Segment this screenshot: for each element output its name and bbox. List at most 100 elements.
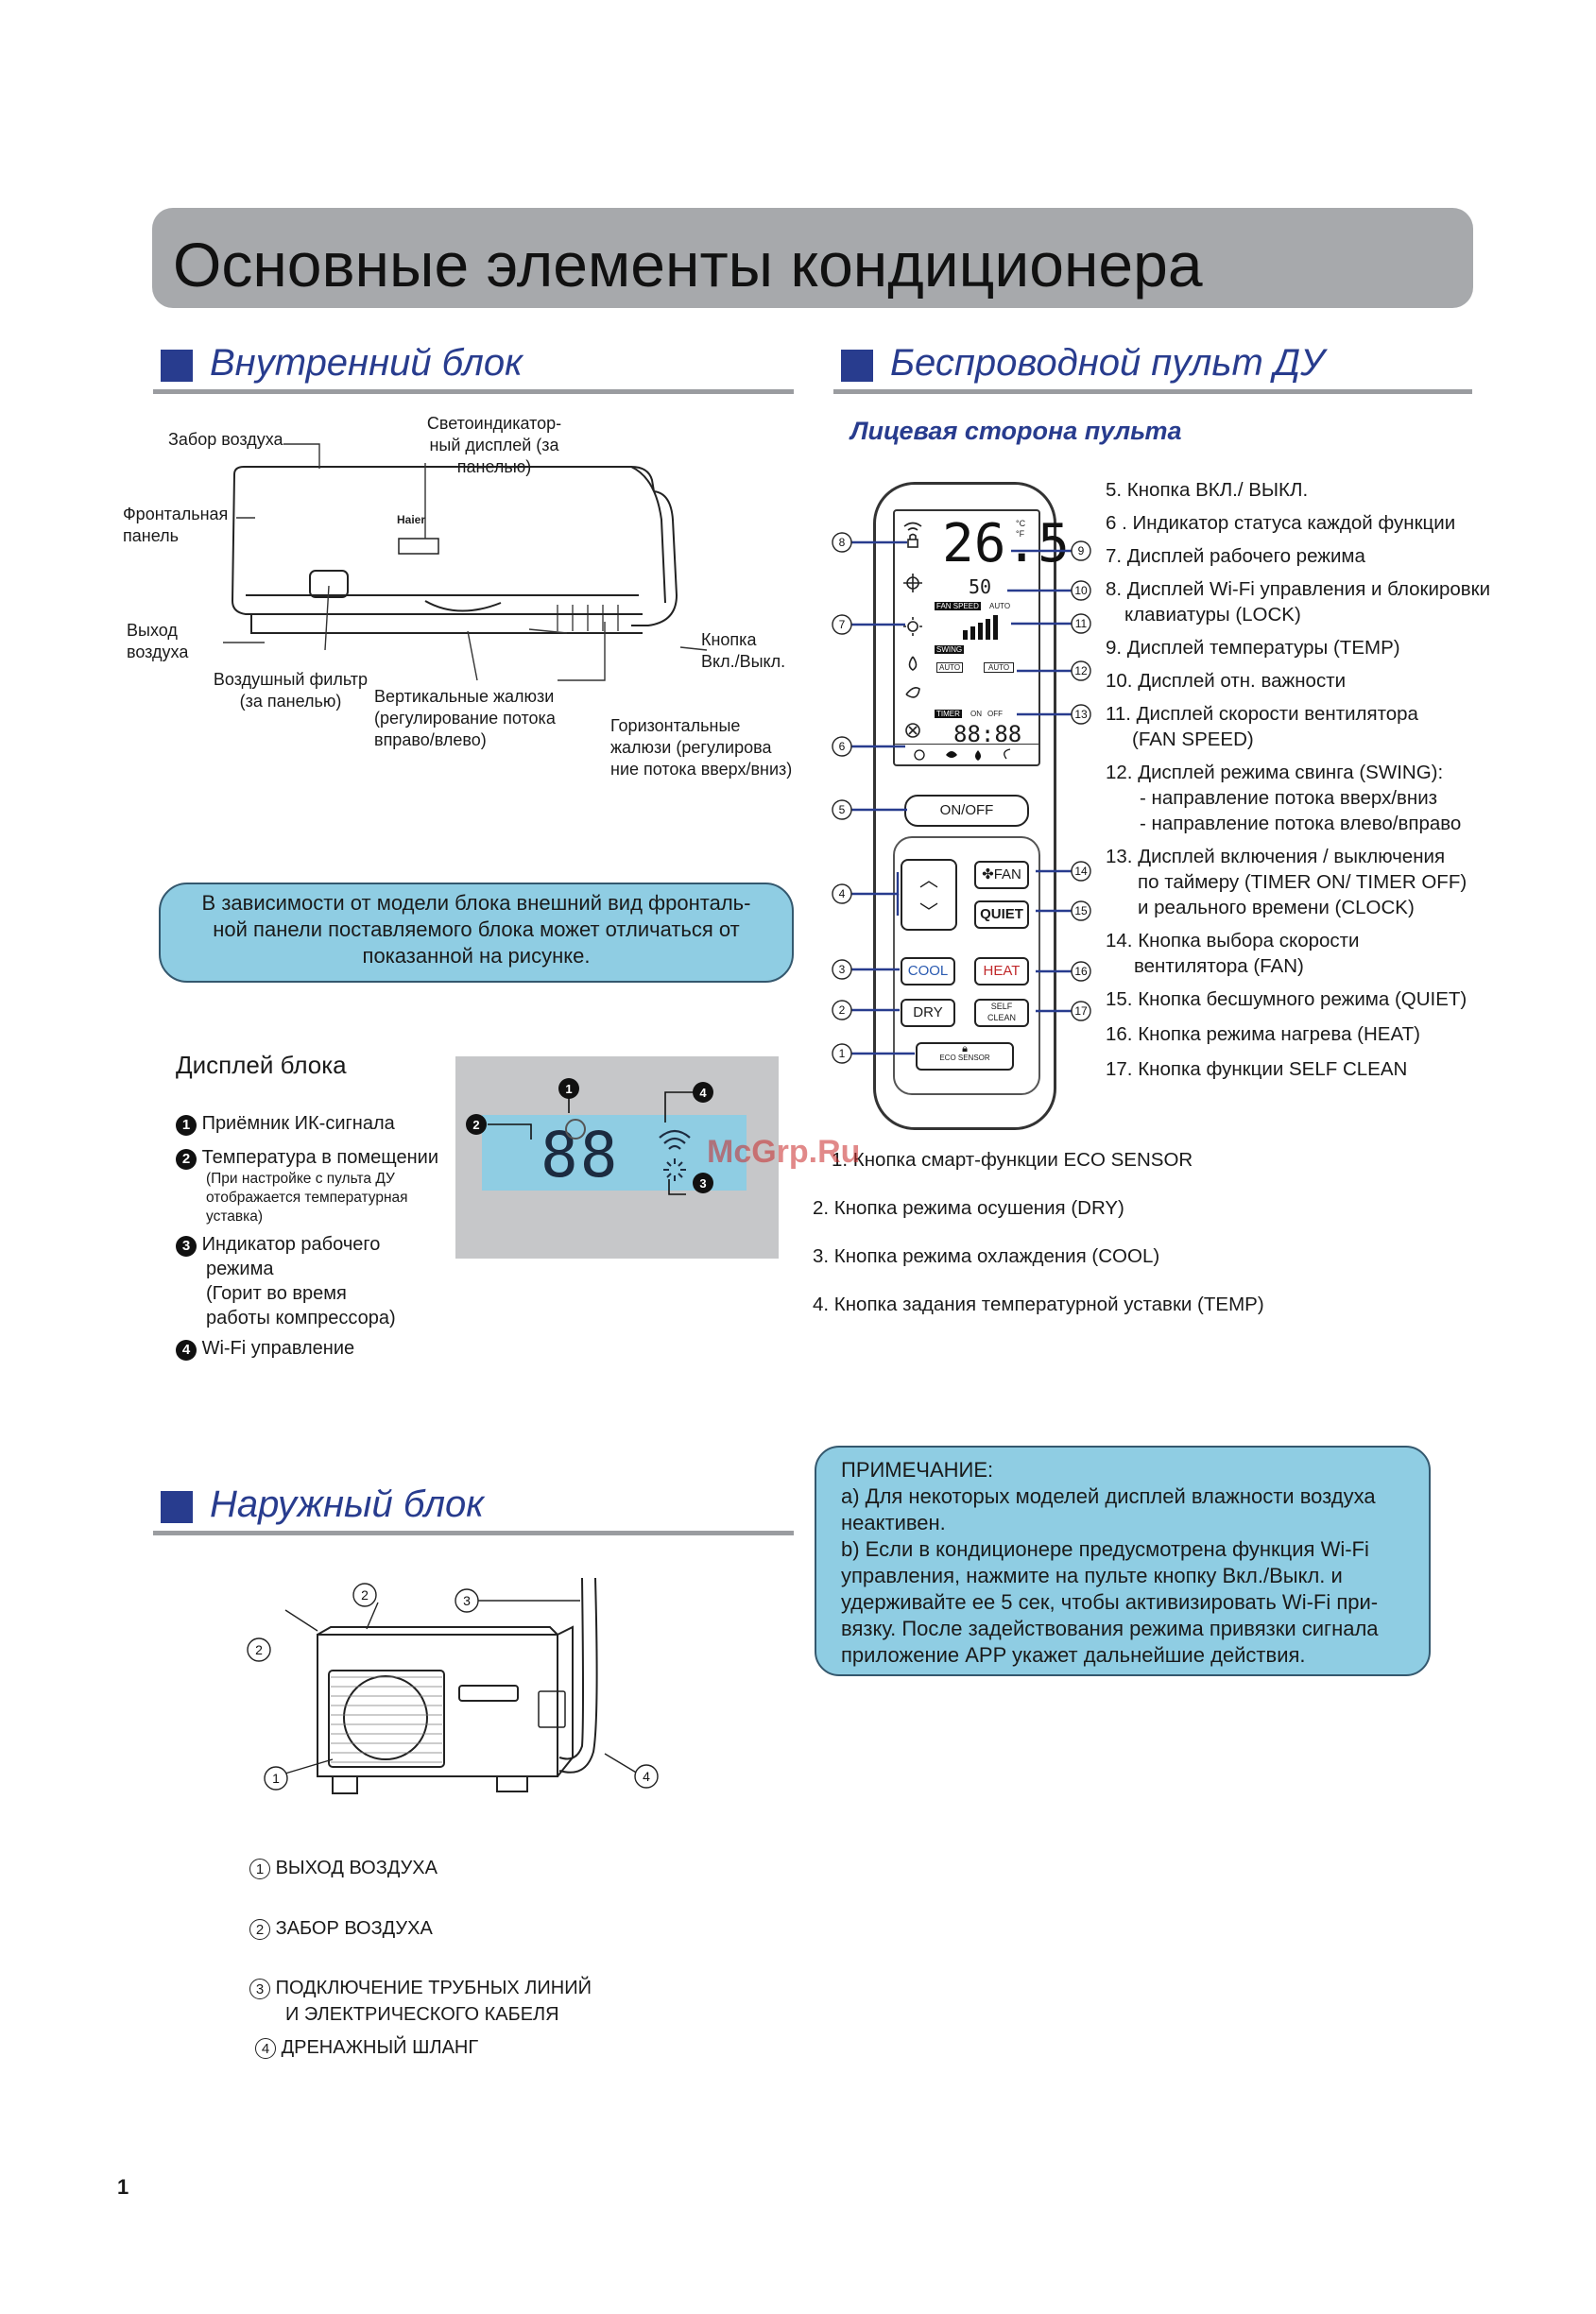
- legend-item-1: 1. Кнопка смарт-функции ECO SENSOR: [832, 1149, 1193, 1171]
- legend-item-11: 11. Дисплей скорости вентилятора (FAN SP…: [1106, 703, 1418, 750]
- outdoor-callout-2-side: 2: [255, 1642, 263, 1657]
- legend-item-5: 5. Кнопка ВКЛ./ ВЫКЛ.: [1106, 479, 1309, 501]
- num-badge: 4: [176, 1340, 197, 1361]
- note-line: вязку. После задействования режима привя…: [841, 1617, 1379, 1640]
- svg-text:3: 3: [699, 1176, 706, 1191]
- legend-item-17: 17. Кнопка функции SELF CLEAN: [1106, 1058, 1408, 1080]
- callout-5: 5: [839, 803, 846, 816]
- fan-auto-tag: AUTO: [989, 602, 1011, 610]
- remote-temp-units: °C °F: [1016, 519, 1026, 539]
- title-bar: Основные элементы кондиционера: [152, 208, 1473, 308]
- legend-item-15: 15. Кнопка бесшумного режима (QUIET): [1106, 988, 1467, 1010]
- legend-item-6: 6 . Индикатор статуса каждой функции: [1106, 512, 1456, 534]
- note-line: В зависимости от модели блока внешний ви…: [201, 891, 751, 915]
- indoor-heading: Внутренний блок: [210, 342, 523, 384]
- fan-button[interactable]: ✤FAN: [974, 861, 1029, 889]
- timer-tag: TIMER: [935, 710, 962, 718]
- legend-item-3: 3. Кнопка режима охлаждения (COOL): [813, 1245, 1160, 1267]
- dry-button[interactable]: DRY: [901, 999, 955, 1027]
- timer-on-tag: ON: [970, 710, 982, 718]
- heat-button[interactable]: HEAT: [974, 957, 1029, 986]
- note-line: неактивен.: [841, 1511, 946, 1534]
- brand-logo: Haier: [397, 513, 425, 526]
- remote-temp: 26.5: [942, 513, 1070, 574]
- display-heading: Дисплей блока: [176, 1051, 347, 1079]
- callout-6: 6: [839, 740, 846, 753]
- indoor-section-header: Внутренний блок: [153, 340, 794, 394]
- legend-item-14: 14. Кнопка выбора скорости вентилятора (…: [1106, 930, 1360, 977]
- outdoor-heading: Наружный блок: [210, 1483, 485, 1525]
- note-bubble: ПРИМЕЧАНИЕ: a) Для некоторых моделей дис…: [815, 1446, 1431, 1676]
- remote-section-header: Беспроводной пульт ДУ: [833, 340, 1472, 394]
- remote-legend-bottom: 1. Кнопка смарт-функции ECO SENSOR 2. Кн…: [813, 1147, 1264, 1317]
- temp-updown-button[interactable]: ︿ ﹀: [901, 859, 957, 931]
- remote-callouts: 8 7 6 5 4 3 2 1 9 10 11 12 13 14 15 16 1…: [832, 532, 1091, 1064]
- legend-item-8: 8. Дисплей Wi-Fi управления и блокировки…: [1106, 578, 1491, 626]
- remote-subheading: Лицевая сторона пульта: [850, 417, 1182, 445]
- callout-7: 7: [839, 618, 846, 631]
- outdoor-callout-2-top: 2: [361, 1587, 369, 1603]
- callout-17: 17: [1074, 1004, 1088, 1018]
- svg-text:1: 1: [565, 1082, 572, 1096]
- swing-tag: SWING: [935, 645, 965, 654]
- display-legend: 1 Приёмник ИК-сигнала 2 Температура в по…: [176, 1111, 459, 1361]
- outdoor-callout-1: 1: [272, 1771, 280, 1786]
- fan-speed-bars-icon: [963, 615, 998, 640]
- timer-clock: 88:88: [953, 721, 1022, 747]
- callout-13: 13: [1074, 708, 1088, 721]
- legend-item-16: 16. Кнопка режима нагрева (HEAT): [1106, 1023, 1420, 1045]
- outdoor-callout-3: 3: [463, 1593, 471, 1608]
- outdoor-callout-4: 4: [643, 1769, 650, 1784]
- page-title: Основные элементы кондиционера: [173, 230, 1203, 300]
- svg-text:2: 2: [472, 1118, 479, 1132]
- callout-15: 15: [1074, 904, 1088, 917]
- section-bullet-icon: [841, 350, 873, 382]
- indoor-unit-diagram: Haier: [223, 443, 708, 681]
- callout-14: 14: [1074, 865, 1088, 878]
- cool-button[interactable]: COOL: [901, 957, 955, 986]
- chevron-up-icon[interactable]: ︿: [919, 870, 938, 891]
- label-vertical-louvers: Вертикальные жалюзи(регулирование потока…: [374, 687, 556, 749]
- note-line: удерживайте ее 5 сек, чтобы активизирова…: [841, 1590, 1379, 1614]
- screen-divider: [895, 744, 1038, 745]
- legend-item-2: 2. Кнопка режима осушения (DRY): [813, 1197, 1124, 1219]
- outdoor-legend-2: 2 ЗАБОР ВОЗДУХА: [249, 1918, 433, 1940]
- ir-receiver-icon: [565, 1119, 586, 1140]
- legend-item-7: 7. Дисплей рабочего режима: [1106, 545, 1365, 567]
- callout-10: 10: [1074, 584, 1088, 597]
- chevron-down-icon[interactable]: ﹀: [919, 902, 938, 923]
- callout-3: 3: [839, 963, 846, 976]
- legend-item-9: 9. Дисплей температуры (TEMP): [1106, 637, 1400, 659]
- callout-11: 11: [1075, 617, 1088, 630]
- section-bullet-icon: [161, 350, 193, 382]
- outdoor-legend-3: 3 ПОДКЛЮЧЕНИЕ ТРУБНЫХ ЛИНИЙ И ЭЛЕКТРИЧЕС…: [249, 1975, 592, 2028]
- remote-heading: Беспроводной пульт ДУ: [890, 342, 1325, 384]
- eco-sensor-button[interactable]: 🔒︎ECO SENSOR: [916, 1042, 1014, 1071]
- callout-16: 16: [1074, 965, 1088, 978]
- num-badge: 2: [176, 1149, 197, 1170]
- legend-item-13: 13. Дисплей включения / выключения по та…: [1106, 846, 1467, 918]
- swing-auto-tag: AUTO: [936, 662, 964, 673]
- note-line: b) Если в кондиционере предусмотрена фун…: [841, 1537, 1369, 1561]
- indoor-note-bubble: В зависимости от модели блока внешний ви…: [159, 883, 794, 983]
- label-air-intake: Забор воздуха: [168, 430, 283, 449]
- remote-humidity: 50: [969, 575, 992, 598]
- status-row-icons: [914, 748, 1011, 761]
- swing-auto-tag-2: AUTO: [984, 662, 1015, 673]
- legend-item-4: 4. Кнопка задания температурной уставки …: [813, 1294, 1264, 1315]
- remote-status-icons: [903, 522, 922, 738]
- quiet-button[interactable]: QUIET: [974, 900, 1029, 929]
- outdoor-unit-diagram: 2 2 3 1 4: [247, 1577, 659, 1794]
- callout-9: 9: [1078, 544, 1085, 557]
- note-line: управления, нажмите на пульте кнопку Вкл…: [841, 1564, 1343, 1587]
- num-badge: 3: [176, 1236, 197, 1257]
- callout-4: 4: [839, 887, 846, 900]
- section-bullet-icon: [161, 1491, 193, 1523]
- remote-legend-right: 5. Кнопка ВКЛ./ ВЫКЛ. 6 . Индикатор стат…: [1106, 477, 1490, 1082]
- unit-display-panel: 88 1 2 4 3: [455, 1056, 779, 1259]
